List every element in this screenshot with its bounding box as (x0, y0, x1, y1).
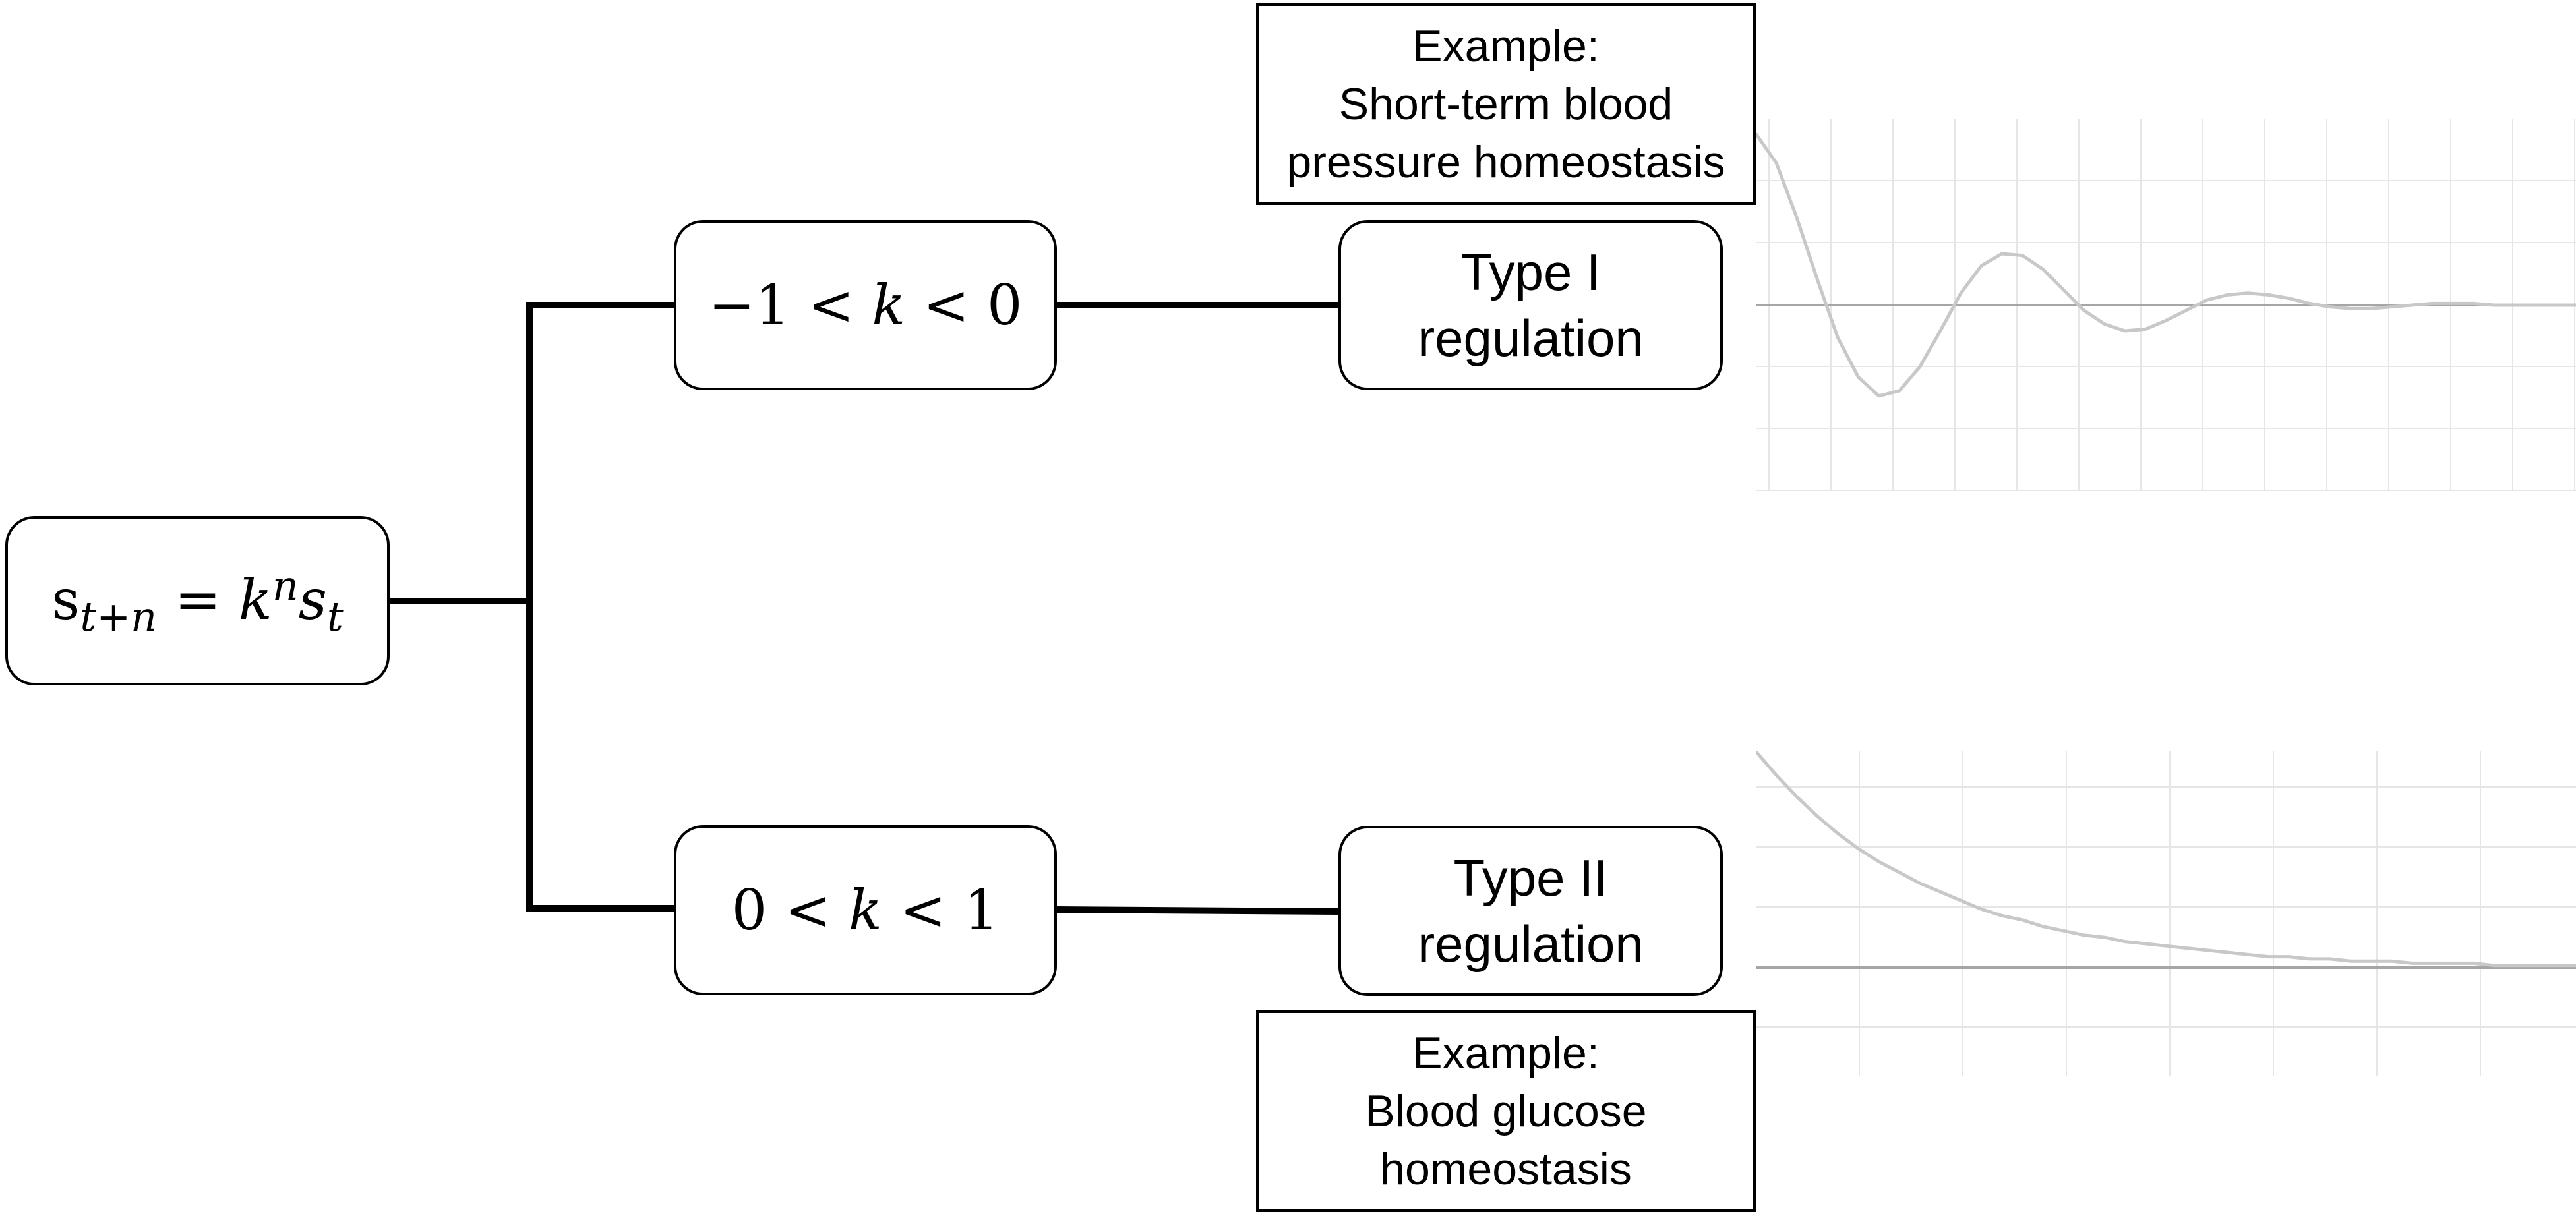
example-box-1: Example: Short-term blood pressure homeo… (1256, 3, 1756, 205)
equation-node: st+n = knst (5, 516, 390, 685)
condition-node-1: −1 < k < 0 (674, 220, 1057, 390)
type-label-1-line-1: Type I (1460, 243, 1601, 301)
example-2-line-2: Blood glucose (1365, 1086, 1647, 1136)
condition-node-2: 0 < k < 1 (674, 825, 1057, 995)
equation-text: st+n = knst (51, 561, 344, 641)
type-node-2: Type II regulation (1338, 826, 1723, 996)
condition-text-1: −1 < k < 0 (708, 273, 1023, 337)
example-2-line-1: Example: (1412, 1028, 1600, 1078)
chart-damped-oscillation (1756, 119, 2576, 491)
series-line (1756, 132, 2576, 398)
chart-exponential-decay (1756, 751, 2576, 1076)
example-1-line-3: pressure homeostasis (1286, 137, 1725, 187)
connector-condition-2-to-type-2 (1054, 906, 1339, 915)
example-1-line-1: Example: (1412, 21, 1600, 71)
type-label-2-line-2: regulation (1418, 915, 1644, 973)
type-label-2-line-1: Type II (1453, 849, 1608, 907)
type-node-1: Type I regulation (1338, 220, 1723, 390)
example-box-2: Example: Blood glucose homeostasis (1256, 1010, 1756, 1212)
condition-text-2: 0 < k < 1 (731, 878, 1000, 942)
example-2-line-3: homeostasis (1380, 1144, 1632, 1194)
series-line (1756, 751, 2576, 968)
example-1-line-2: Short-term blood (1338, 79, 1673, 129)
type-label-1-line-2: regulation (1418, 309, 1644, 367)
